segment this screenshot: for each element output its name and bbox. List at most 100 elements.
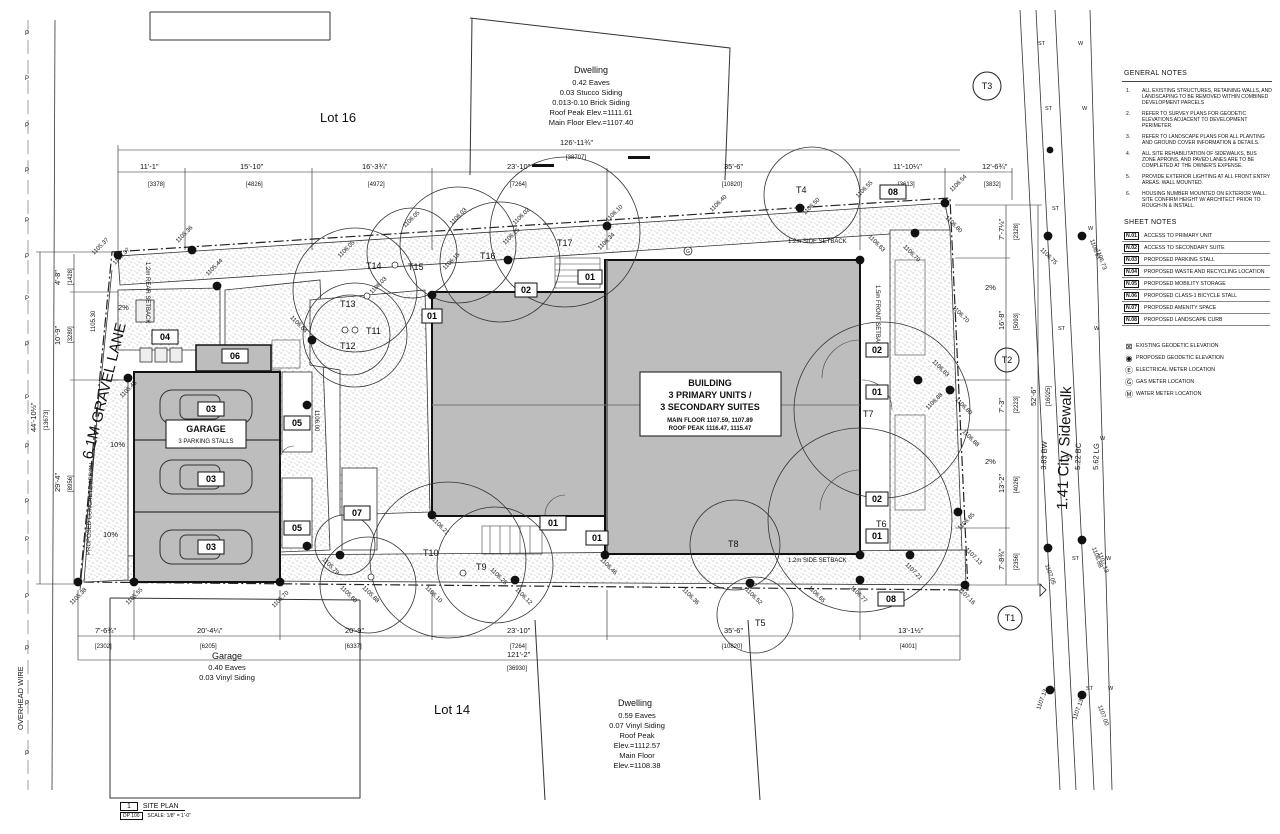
right-dimension-lines — [955, 204, 1042, 586]
tree-label-t10: T10 — [423, 548, 439, 558]
drawing-title: SITE PLAN — [142, 803, 185, 811]
svg-text:T1: T1 — [1005, 613, 1016, 623]
svg-text:W: W — [1108, 686, 1114, 692]
svg-text:2%: 2% — [985, 283, 996, 292]
svg-text:[7264]: [7264] — [510, 182, 527, 188]
sheet-reference: DP 100 — [120, 812, 143, 820]
svg-text:[3289]: [3289] — [68, 326, 74, 343]
svg-text:35'-6": 35'-6" — [724, 162, 743, 171]
svg-text:01: 01 — [592, 533, 602, 543]
svg-text:35'-6": 35'-6" — [724, 626, 743, 635]
svg-text:[8956]: [8956] — [68, 475, 74, 492]
svg-text:1107.13: 1107.13 — [1036, 688, 1049, 711]
tree-label-t3: T3 — [972, 71, 1002, 101]
gas-meter-icon: Ⓖ — [1125, 377, 1133, 387]
svg-text:P: P — [25, 537, 29, 543]
svg-text:GARAGE: GARAGE — [186, 424, 226, 434]
svg-text:[4826]: [4826] — [246, 182, 263, 188]
svg-text:1107.13: 1107.13 — [1072, 698, 1085, 721]
svg-text:7'-3": 7'-3" — [997, 398, 1006, 413]
svg-text:1105.30: 1105.30 — [91, 310, 97, 332]
svg-text:3 SECONDARY SUITES: 3 SECONDARY SUITES — [660, 402, 760, 412]
svg-text:1106.10: 1106.10 — [424, 585, 444, 605]
svg-text:16'-8": 16'-8" — [997, 311, 1006, 330]
tree-trunk-markers — [341, 261, 467, 581]
svg-text:P: P — [25, 444, 29, 450]
setback-side-bottom: 1.2m SIDE SETBACK — [788, 558, 847, 564]
top-dimension-text: 126'-11¾" [38707] 11'-1"[3378] 15'-10"[4… — [140, 138, 1008, 188]
svg-text:ST: ST — [1086, 686, 1094, 692]
tag-02: 02 — [865, 491, 889, 507]
svg-text:10%: 10% — [103, 530, 118, 539]
svg-text:0.07 Vinyl Siding: 0.07 Vinyl Siding — [609, 721, 665, 730]
slope-labels: 2% 2% 2% 10% 10% — [103, 283, 996, 539]
svg-text:[4001]: [4001] — [900, 644, 917, 650]
svg-text:P: P — [25, 218, 29, 224]
svg-text:[16025]: [16025] — [1046, 386, 1052, 406]
eaves-marks — [532, 156, 650, 167]
svg-text:01: 01 — [427, 311, 437, 321]
electrical-meter-icon: Ⓔ — [1125, 365, 1133, 375]
svg-text:Elev.=1108.38: Elev.=1108.38 — [613, 761, 660, 770]
svg-text:11'-10¼": 11'-10¼" — [893, 162, 922, 171]
south-neighbour-outline — [109, 597, 761, 801]
svg-text:W: W — [1094, 326, 1100, 332]
tag-01: 01 — [865, 384, 889, 400]
svg-text:1106.21: 1106.21 — [431, 517, 451, 537]
svg-text:ROOF PEAK 1116.47, 1115.47: ROOF PEAK 1116.47, 1115.47 — [669, 426, 752, 432]
general-note: 1.ALL EXISTING STRUCTURES, RETAINING WAL… — [1126, 88, 1272, 106]
svg-text:[2328]: [2328] — [1014, 223, 1020, 240]
svg-text:1105.38: 1105.38 — [69, 587, 89, 607]
svg-text:[10820]: [10820] — [722, 644, 742, 650]
svg-text:W: W — [1100, 436, 1106, 442]
landscape-areas — [82, 202, 967, 586]
svg-text:Elev.=1112.57: Elev.=1112.57 — [614, 741, 661, 750]
bottom-dimension-lines — [77, 590, 961, 661]
svg-text:02: 02 — [521, 285, 531, 295]
drawing-title-block: 1 SITE PLAN DP 100 SCALE: 1/8" = 1'-0" — [120, 802, 191, 820]
svg-text:W: W — [1106, 556, 1112, 562]
svg-text:1106.10: 1106.10 — [605, 204, 625, 224]
right-dimension-text: 7'-7¼" [2328] 16'-8" [5093] 7'-3" [2223]… — [997, 218, 1052, 570]
general-note: 3.REFER TO LANDSCAPE PLANS FOR ALL PLANT… — [1126, 134, 1265, 146]
tree-label-t7: T7 — [863, 409, 874, 419]
svg-text:T3: T3 — [982, 81, 993, 91]
svg-text:P: P — [25, 701, 29, 707]
svg-text:[6337]: [6337] — [345, 644, 362, 650]
svg-text:1106.05: 1106.05 — [402, 210, 422, 230]
svg-text:1106.02: 1106.02 — [512, 207, 532, 227]
sidewalk-label: 1.41 City Sidewalk — [1054, 386, 1075, 510]
svg-text:G: G — [686, 249, 690, 255]
svg-text:15'-10": 15'-10" — [240, 162, 264, 171]
setback-rear: 1.2m REAR SETBACK — [144, 262, 150, 323]
svg-text:P: P — [25, 499, 29, 505]
street-entry-arrow-icon — [1039, 583, 1047, 597]
waste-bins — [135, 299, 183, 363]
svg-text:44'-10½": 44'-10½" — [29, 402, 38, 432]
svg-text:[4026]: [4026] — [1014, 476, 1020, 493]
svg-text:1107.00: 1107.00 — [1096, 705, 1109, 728]
svg-text:08: 08 — [886, 594, 896, 604]
svg-text:52'-6": 52'-6" — [1029, 387, 1038, 406]
left-dimension-lines — [36, 251, 118, 585]
svg-text:[4972]: [4972] — [368, 182, 385, 188]
svg-text:05: 05 — [292, 418, 302, 428]
tag-03: 03 — [197, 471, 225, 487]
general-notes-list: 1.ALL EXISTING STRUCTURES, RETAINING WAL… — [1122, 88, 1272, 209]
tree-label-t1: T1 — [997, 605, 1023, 631]
svg-text:07: 07 — [352, 508, 362, 518]
svg-text:[2223]: [2223] — [1014, 396, 1020, 413]
svg-text:P: P — [25, 31, 29, 37]
legend-row: ⊠EXISTING GEODETIC ELEVATION — [1122, 340, 1272, 352]
left-dimension-text: 4'-8" [1428] 10'-9" [3289] 44'-10½" [136… — [29, 268, 74, 492]
svg-text:T2: T2 — [1002, 355, 1013, 365]
tree-labels: T1 T2 T3 T4 T5 T6 T7 T8 T9 T10 T11 T12 T… — [340, 71, 1023, 631]
svg-text:23'-10": 23'-10" — [507, 626, 531, 635]
svg-text:W: W — [1088, 226, 1094, 232]
svg-text:2%: 2% — [118, 303, 129, 312]
svg-text:[2356]: [2356] — [1014, 553, 1020, 570]
